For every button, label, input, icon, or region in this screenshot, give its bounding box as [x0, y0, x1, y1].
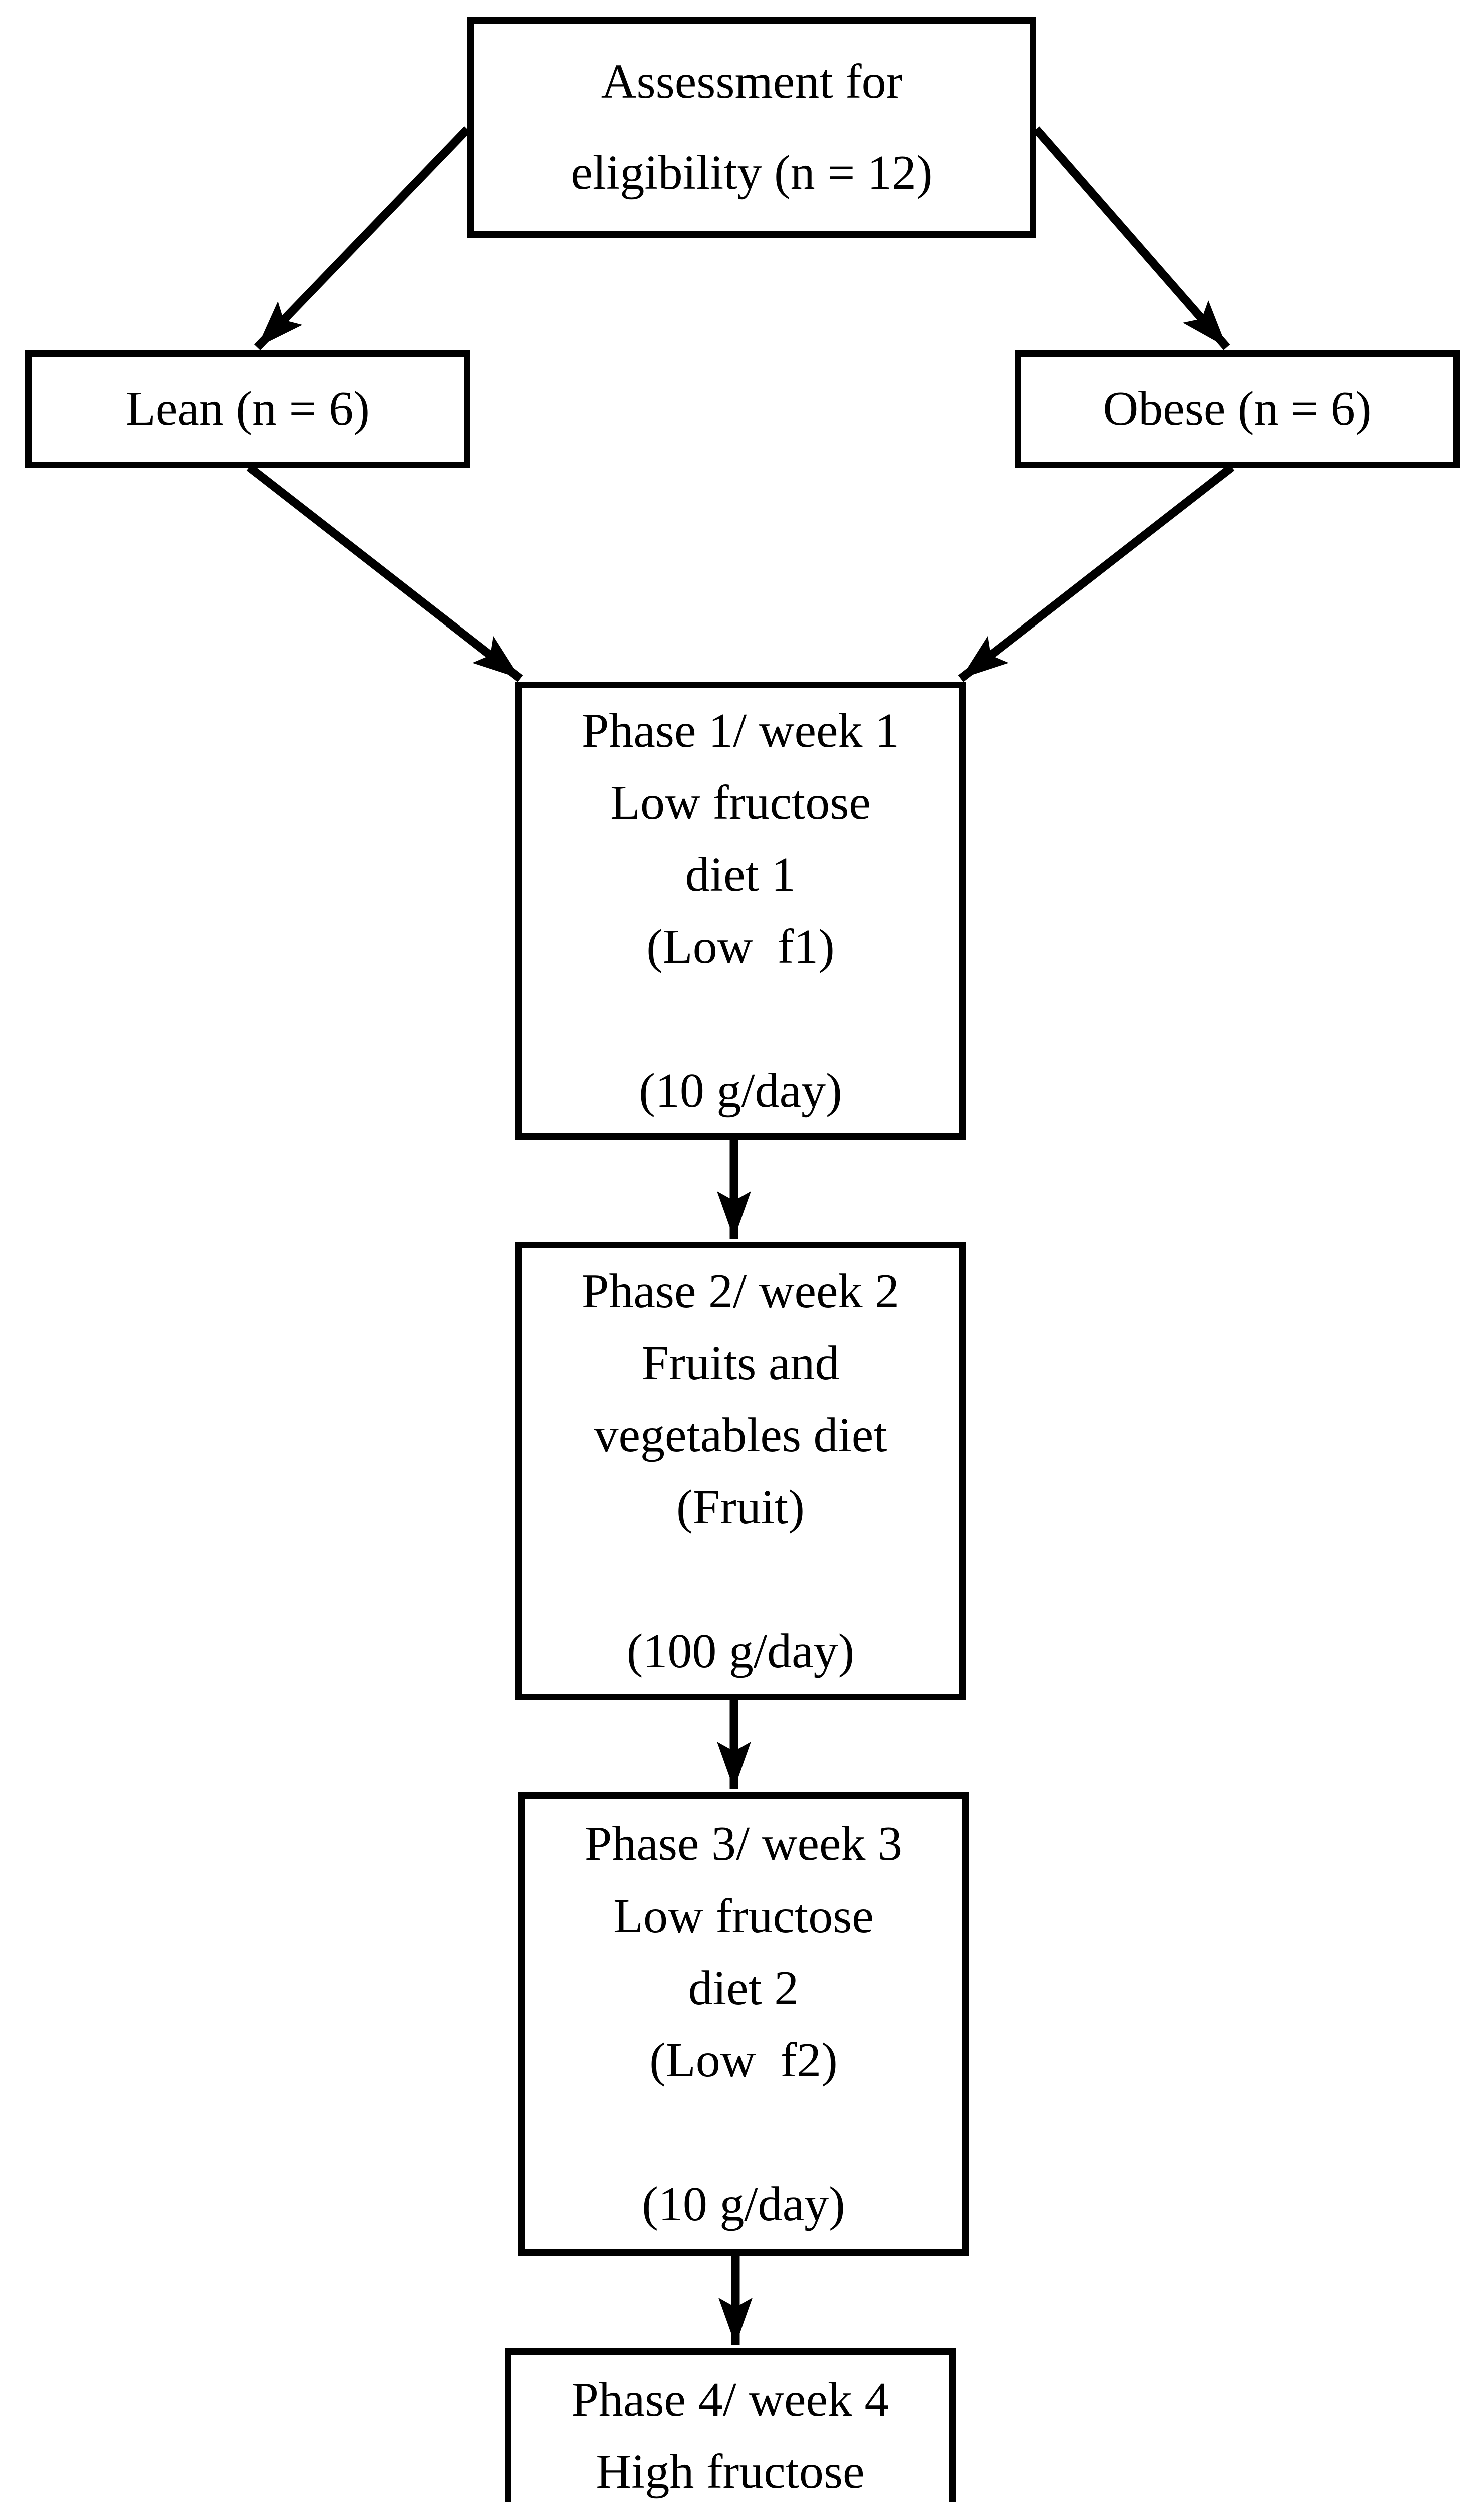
node-phase2-fruits-vegetables-diet: Phase 2/ week 2 Fruits and vegetables di… — [515, 1242, 966, 1700]
node-phase4-high-fructose-syrup-diet: Phase 4/ week 4 High fructose syrup diet… — [505, 2348, 956, 2502]
node-assessment-eligibility: Assessment for eligibility (n = 12) — [467, 17, 1036, 238]
edge-assessment-to-lean — [254, 126, 471, 350]
node-phase2-label: Phase 2/ week 2 Fruits and vegetables di… — [581, 1264, 900, 1679]
node-phase1-low-fructose-diet1: Phase 1/ week 1 Low fructose diet 1 (Low… — [515, 682, 966, 1140]
node-phase1-label: Phase 1/ week 1 Low fructose diet 1 (Low… — [581, 703, 900, 1118]
node-obese-group: Obese (n = 6) — [1015, 350, 1460, 468]
node-assessment-label: Assessment for eligibility (n = 12) — [571, 55, 933, 200]
node-obese-label: Obese (n = 6) — [1103, 382, 1372, 436]
node-lean-label: Lean (n = 6) — [126, 382, 370, 436]
node-phase3-low-fructose-diet2: Phase 3/ week 3 Low fructose diet 2 (Low… — [518, 1792, 969, 2256]
node-lean-group: Lean (n = 6) — [25, 350, 470, 468]
edge-obese-to-phase1 — [958, 464, 1235, 682]
node-phase3-label: Phase 3/ week 3 Low fructose diet 2 (Low… — [584, 1816, 903, 2232]
edge-assessment-to-obese — [1033, 126, 1230, 350]
node-phase4-label: Phase 4/ week 4 High fructose syrup diet… — [571, 2373, 889, 2499]
edge-lean-to-phase1 — [246, 464, 523, 682]
